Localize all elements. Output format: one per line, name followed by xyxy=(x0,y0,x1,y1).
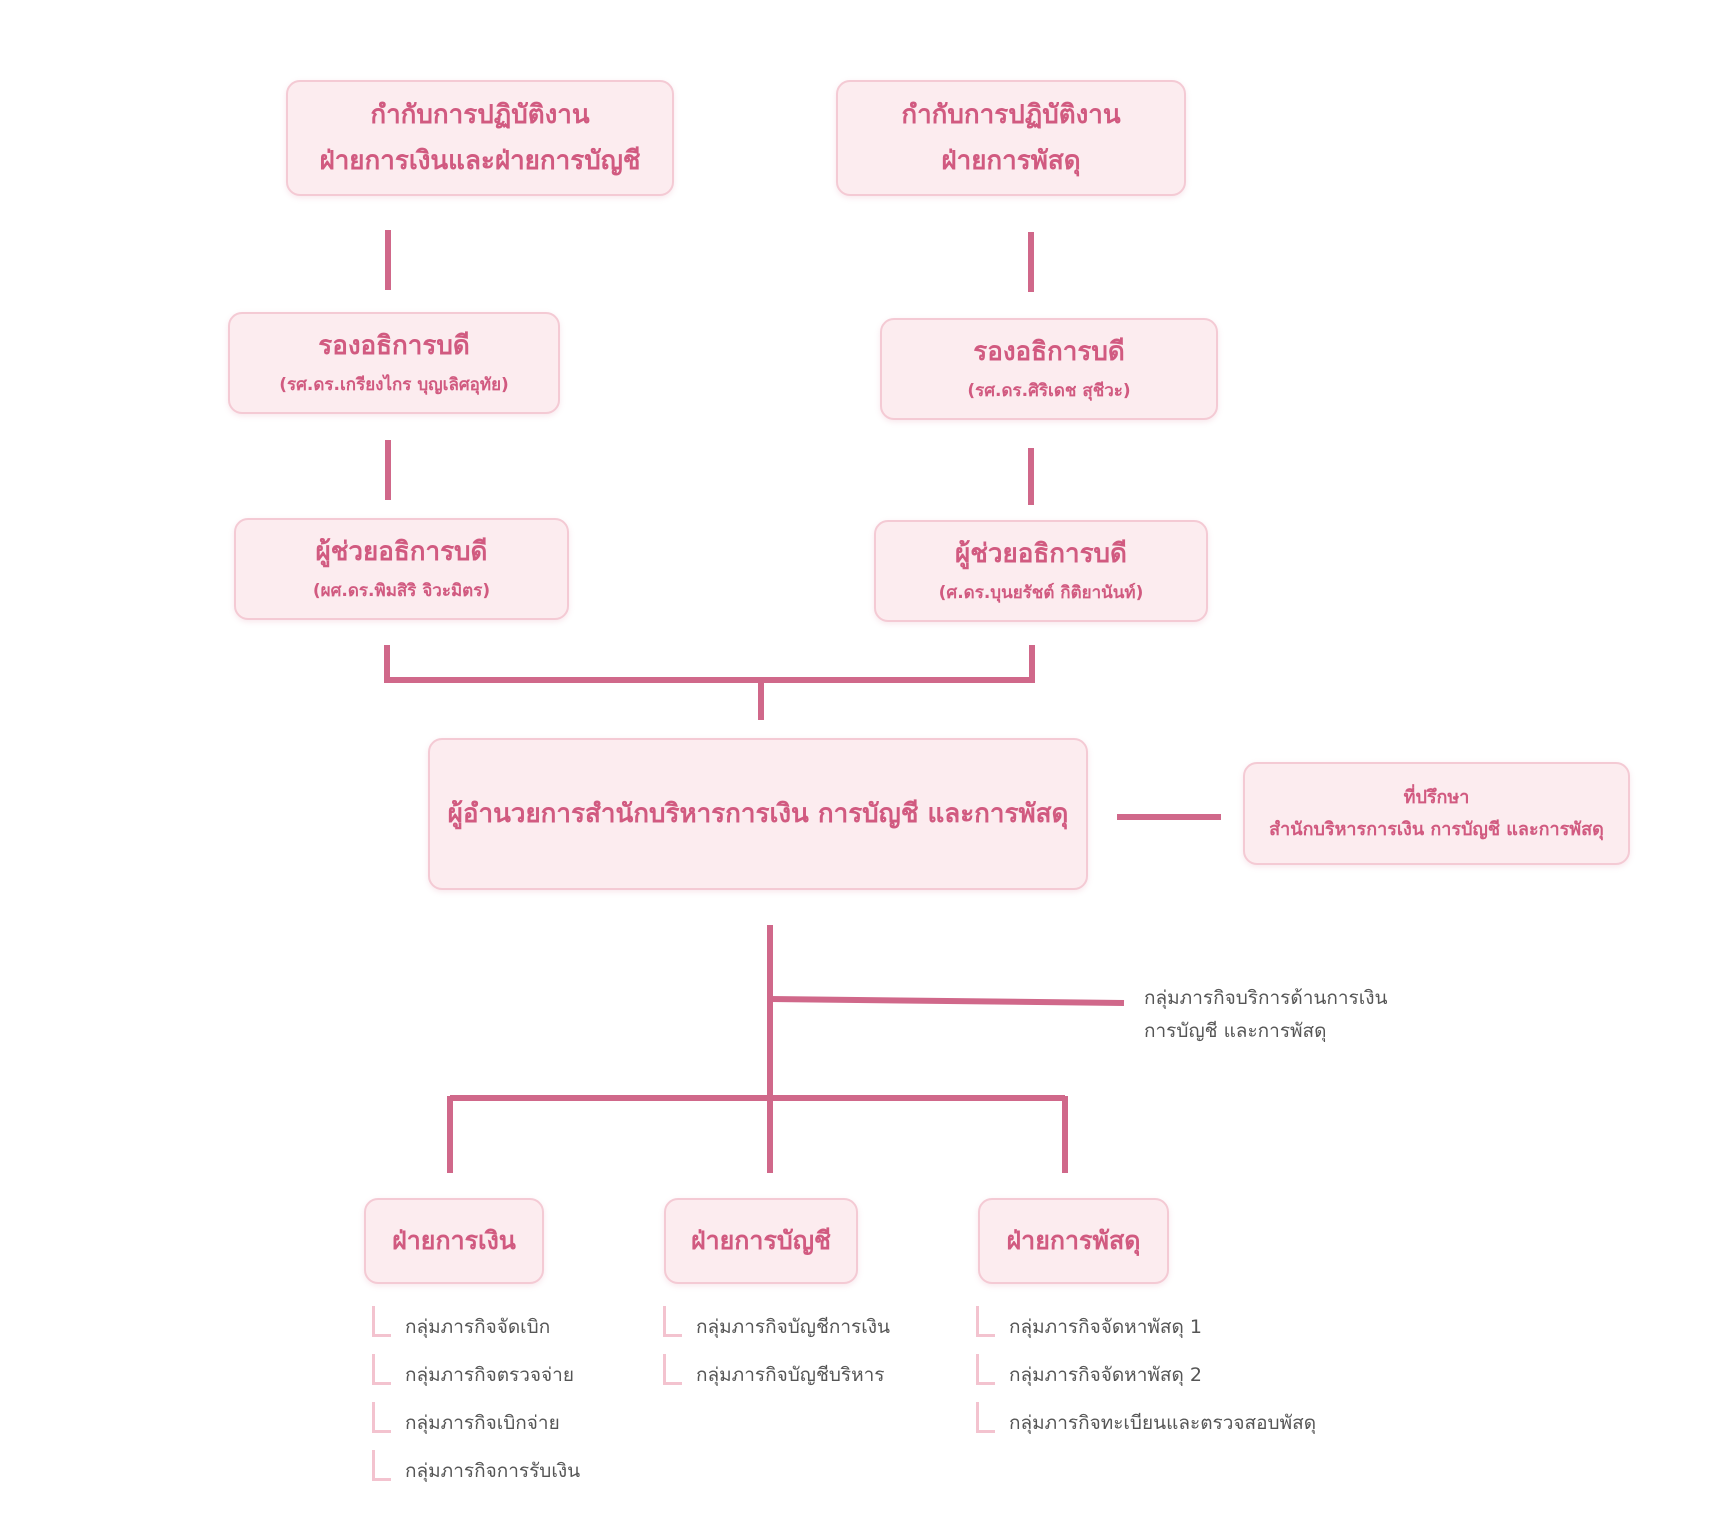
group-label: กลุ่มภารกิจบัญชีบริหาร xyxy=(696,1364,885,1386)
assistant-box-right: ผู้ช่วยอธิการบดี (ศ.ดร.บุนยรัชต์ กิติยาน… xyxy=(874,520,1208,622)
assistant-name: (ศ.ดร.บุนยรัชต์ กิติยานันท์) xyxy=(938,583,1144,603)
group-label: กลุ่มภารกิจจัดหาพัสดุ 1 xyxy=(1009,1316,1202,1338)
department-box-accounting: ฝ่ายการบัญชี xyxy=(664,1198,858,1284)
supervisor-box-procurement: กำกับการปฏิบัติงาน ฝ่ายการพัสดุ xyxy=(836,80,1186,196)
department-name: ฝ่ายการบัญชี xyxy=(690,1226,832,1255)
branch-marker xyxy=(663,1306,682,1337)
vice-president-name: (รศ.ดร.ศิริเดช สุชีวะ) xyxy=(967,381,1131,401)
supervisor-box-finance-accounting: กำกับการปฏิบัติงาน ฝ่ายการเงินและฝ่ายการ… xyxy=(286,80,674,196)
branch-marker xyxy=(976,1354,995,1385)
branch-marker xyxy=(372,1450,391,1481)
vice-president-title: รองอธิการบดี xyxy=(318,331,470,361)
assistant-title: ผู้ช่วยอธิการบดี xyxy=(955,539,1127,569)
director-title: ผู้อำนวยการสำนักบริหารการเงิน การบัญชี แ… xyxy=(447,799,1069,829)
service-group-line2: การบัญชี และการพัสดุ xyxy=(1144,1020,1327,1042)
department-name: ฝ่ายการเงิน xyxy=(392,1226,516,1255)
department-name: ฝ่ายการพัสดุ xyxy=(1006,1226,1141,1255)
vice-president-name: (รศ.ดร.เกรียงไกร บุญเลิศอุทัย) xyxy=(279,375,509,395)
branch-marker xyxy=(976,1306,995,1337)
service-group-line1: กลุ่มภารกิจบริการด้านการเงิน xyxy=(1144,987,1388,1009)
service-group-label: กลุ่มภารกิจบริการด้านการเงิน การบัญชี แล… xyxy=(1144,982,1387,1048)
assistant-name: (ผศ.ดร.พิมสิริ จิวะมิตร) xyxy=(312,581,491,601)
group-label: กลุ่มภารกิจบัญชีการเงิน xyxy=(696,1316,890,1338)
advisor-line1: ที่ปรึกษา xyxy=(1403,786,1470,808)
branch-marker xyxy=(372,1306,391,1337)
group-label: กลุ่มภารกิจทะเบียนและตรวจสอบพัสดุ xyxy=(1009,1412,1317,1434)
department-box-finance: ฝ่ายการเงิน xyxy=(364,1198,544,1284)
connector-trunk-service-group xyxy=(769,996,1125,1006)
director-box: ผู้อำนวยการสำนักบริหารการเงิน การบัญชี แ… xyxy=(428,738,1088,890)
supervisor-line2: ฝ่ายการเงินและฝ่ายการบัญชี xyxy=(319,146,641,176)
vice-president-title: รองอธิการบดี xyxy=(973,337,1125,367)
vice-president-box-left: รองอธิการบดี (รศ.ดร.เกรียงไกร บุญเลิศอุท… xyxy=(228,312,560,414)
supervisor-line1: กำกับการปฏิบัติงาน xyxy=(901,100,1121,130)
advisor-box: ที่ปรึกษา สำนักบริหารการเงิน การบัญชี แล… xyxy=(1243,762,1630,865)
group-label: กลุ่มภารกิจเบิกจ่าย xyxy=(405,1412,560,1434)
supervisor-line2: ฝ่ายการพัสดุ xyxy=(941,146,1081,176)
assistant-title: ผู้ช่วยอธิการบดี xyxy=(315,537,488,567)
branch-marker xyxy=(372,1402,391,1433)
advisor-line2: สำนักบริหารการเงิน การบัญชี และการพัสดุ xyxy=(1269,818,1604,840)
assistant-box-left: ผู้ช่วยอธิการบดี (ผศ.ดร.พิมสิริ จิวะมิตร… xyxy=(234,518,569,620)
group-label: กลุ่มภารกิจจัดหาพัสดุ 2 xyxy=(1009,1364,1202,1386)
group-label: กลุ่มภารกิจจัดเบิก xyxy=(405,1316,551,1338)
vice-president-box-right: รองอธิการบดี (รศ.ดร.ศิริเดช สุชีวะ) xyxy=(880,318,1218,420)
group-label: กลุ่มภารกิจการรับเงิน xyxy=(405,1460,581,1482)
group-label: กลุ่มภารกิจตรวจจ่าย xyxy=(405,1364,574,1386)
branch-marker xyxy=(976,1402,995,1433)
department-box-procurement: ฝ่ายการพัสดุ xyxy=(978,1198,1169,1284)
supervisor-line1: กำกับการปฏิบัติงาน xyxy=(370,100,590,130)
branch-marker xyxy=(663,1354,682,1385)
branch-marker xyxy=(372,1354,391,1385)
